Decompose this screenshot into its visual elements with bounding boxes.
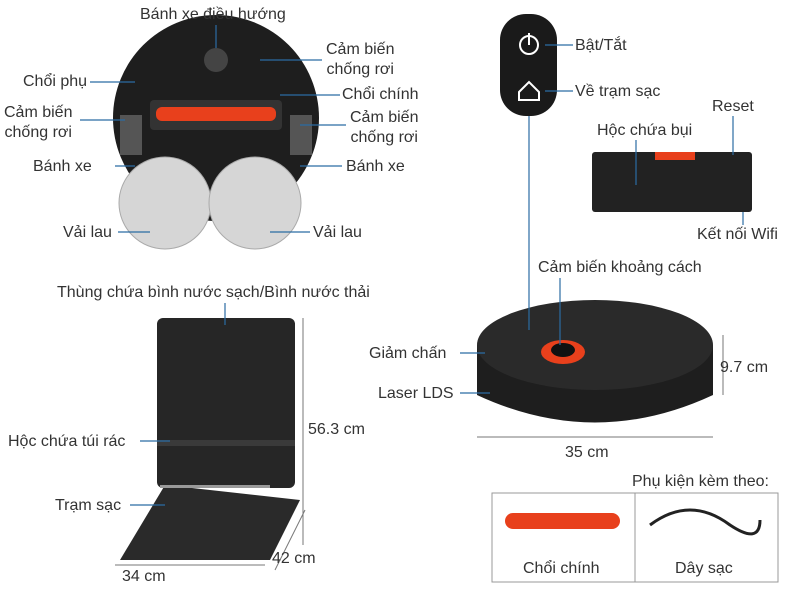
main-brush-photo [505, 513, 620, 529]
label-home: Về trạm sạc [575, 83, 661, 100]
label-wheel-right: Bánh xe [346, 158, 405, 175]
label-wheel-left: Bánh xe [33, 158, 92, 175]
accessory-main-brush: Chổi chính [523, 560, 600, 577]
dock-depth: 42 cm [272, 550, 316, 567]
dock-station [120, 318, 300, 560]
button-panel [500, 14, 557, 116]
label-side-brush: Chổi phụ [23, 73, 88, 90]
label-lds: Laser LDS [378, 385, 454, 402]
label-mop-right: Vải lau [313, 224, 362, 241]
accessory-cable: Dây sạc [675, 560, 733, 577]
panel-photo [592, 152, 752, 212]
dock-height: 56.3 cm [308, 421, 365, 438]
dock-width: 34 cm [122, 568, 166, 585]
robot-height: 9.7 cm [720, 359, 769, 376]
robot-diameter: 35 cm [565, 444, 609, 461]
label-reset: Reset [712, 98, 754, 115]
label-charger: Trạm sạc [55, 497, 122, 514]
label-nav-wheel: Bánh xe điều hướng [140, 6, 286, 23]
label-tank: Thùng chứa bình nước sạch/Bình nước thải [57, 284, 370, 301]
label-main-brush: Chổi chính [342, 86, 419, 103]
accessories-title: Phụ kiện kèm theo: [632, 473, 769, 490]
label-power: Bật/Tắt [575, 37, 627, 54]
robot-side-view [477, 300, 713, 423]
label-bumper: Giảm chấn [369, 345, 447, 362]
robot-bottom-view [113, 15, 319, 250]
label-mop-left: Vải lau [63, 224, 112, 241]
label-bag: Hộc chứa túi rác [8, 433, 126, 450]
cable-photo [649, 508, 762, 536]
label-dust-bin: Hộc chứa bụi [597, 122, 693, 139]
label-wifi: Kết nối Wifi [697, 226, 778, 243]
label-distance-sensor: Cảm biến khoảng cách [538, 259, 702, 276]
